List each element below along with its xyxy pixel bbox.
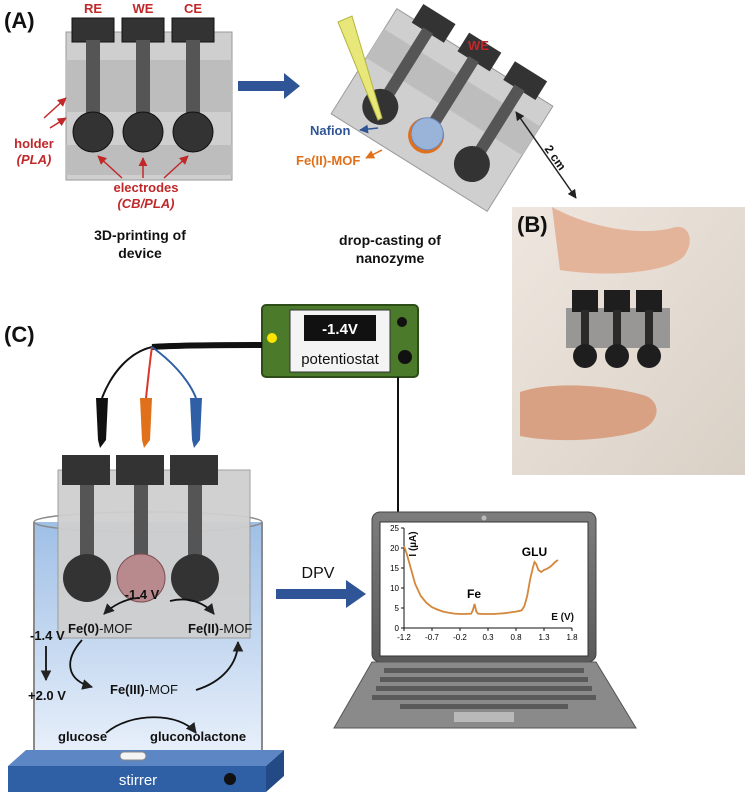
- device-photo: [512, 207, 745, 475]
- stirrer-label: stirrer: [119, 772, 157, 789]
- electrode-arrows: [97, 155, 189, 179]
- stir-bar: [119, 751, 147, 761]
- device-3d-printed: [65, 17, 233, 181]
- process-arrow-c: [276, 580, 366, 608]
- caption-dropcast-1: drop-casting of: [339, 232, 441, 248]
- caption-dropcast-2: nanozyme: [356, 250, 425, 266]
- alligator-clips: [96, 398, 202, 448]
- y-tick-label: 15: [390, 564, 399, 573]
- x-tick-label: 1.8: [566, 633, 578, 642]
- laptop-keyboard: [372, 668, 596, 709]
- cables: [101, 342, 399, 512]
- panel-c-label: (C): [4, 322, 35, 347]
- laptop-screen: [379, 521, 589, 657]
- technique-label: DPV: [302, 565, 335, 582]
- fe2-mof-label: Fe(II)-MOF: [188, 621, 252, 636]
- y-tick-label: 10: [390, 584, 399, 593]
- holder-material: (PLA): [17, 152, 52, 167]
- power-led-icon: [267, 333, 277, 343]
- y-axis-label: I (µA): [408, 531, 419, 556]
- x-tick-label: 1.3: [538, 633, 550, 642]
- potentiostat-display: -1.4V: [322, 321, 358, 338]
- y-tick-label: 20: [390, 544, 399, 553]
- x-tick-label: -0.2: [453, 633, 467, 642]
- dpv-plot: 0 5 10 15 20 25 -1.2 -0.7 -0.2 0.3 0.8 1.3 1.8 I (µ…: [390, 524, 578, 642]
- x-tick-label: 0.3: [482, 633, 494, 642]
- mof-arrow: [365, 149, 383, 159]
- holder-arrows: [43, 97, 67, 129]
- peak-label: GLU: [522, 545, 547, 559]
- dpv-curve: [403, 545, 559, 615]
- fe3-mof-label: Fe(III)-MOF: [110, 682, 178, 697]
- cell-device: [57, 455, 251, 639]
- label-re: RE: [84, 1, 102, 16]
- electrode-we: [121, 17, 165, 153]
- x-axis-label: E (V): [551, 612, 574, 623]
- laptop: [333, 511, 637, 729]
- device-drop-cast: [330, 4, 554, 213]
- size-dimension-line: [515, 111, 577, 199]
- potentiostat-label: potentiostat: [301, 351, 379, 368]
- peak-label: Fe: [467, 587, 481, 601]
- electrodes-material: (CB/PLA): [117, 196, 174, 211]
- potentiostat: [261, 304, 419, 378]
- stirrer: [8, 750, 284, 792]
- step-potential-top: -1.4 V: [30, 628, 65, 643]
- nafion-label: Nafion: [310, 123, 351, 138]
- fe0-mof-label: Fe(0)-MOF: [68, 621, 132, 636]
- y-tick-label: 0: [395, 624, 400, 633]
- caption-3d-printing-1: 3D-printing of: [94, 227, 186, 243]
- step-potential-bottom: +2.0 V: [28, 688, 66, 703]
- panel-b-label: (B): [517, 212, 548, 237]
- mof-label: Fe(II)-MOF: [296, 153, 360, 168]
- label-we-dropcast: WE: [468, 38, 489, 53]
- caption-3d-printing-2: device: [118, 245, 162, 261]
- process-arrow-a: [238, 73, 300, 99]
- size-label: 2 cm: [542, 142, 569, 172]
- electrode-ce: [171, 17, 215, 153]
- electrode-re: [71, 17, 115, 153]
- y-tick-label: 25: [390, 524, 399, 533]
- glucose-label: glucose: [58, 729, 107, 744]
- x-tick-label: -0.7: [425, 633, 439, 642]
- holder-label: holder: [14, 136, 54, 151]
- x-tick-label: 0.8: [510, 633, 522, 642]
- x-tick-label: -1.2: [397, 633, 411, 642]
- gluconolactone-label: gluconolactone: [150, 729, 246, 744]
- pipette-tip: [337, 15, 383, 121]
- electrodes-label: electrodes: [113, 180, 178, 195]
- label-we: WE: [133, 1, 154, 16]
- label-ce: CE: [184, 1, 202, 16]
- nafion-arrow: [359, 124, 379, 134]
- working-electrode-active: [116, 553, 166, 603]
- laptop-trackpad: [454, 712, 514, 722]
- y-tick-label: 5: [395, 604, 400, 613]
- stirrer-knob-icon: [224, 773, 236, 785]
- reaction-cycle-arrows: [40, 597, 244, 734]
- panel-a-label: (A): [4, 8, 35, 33]
